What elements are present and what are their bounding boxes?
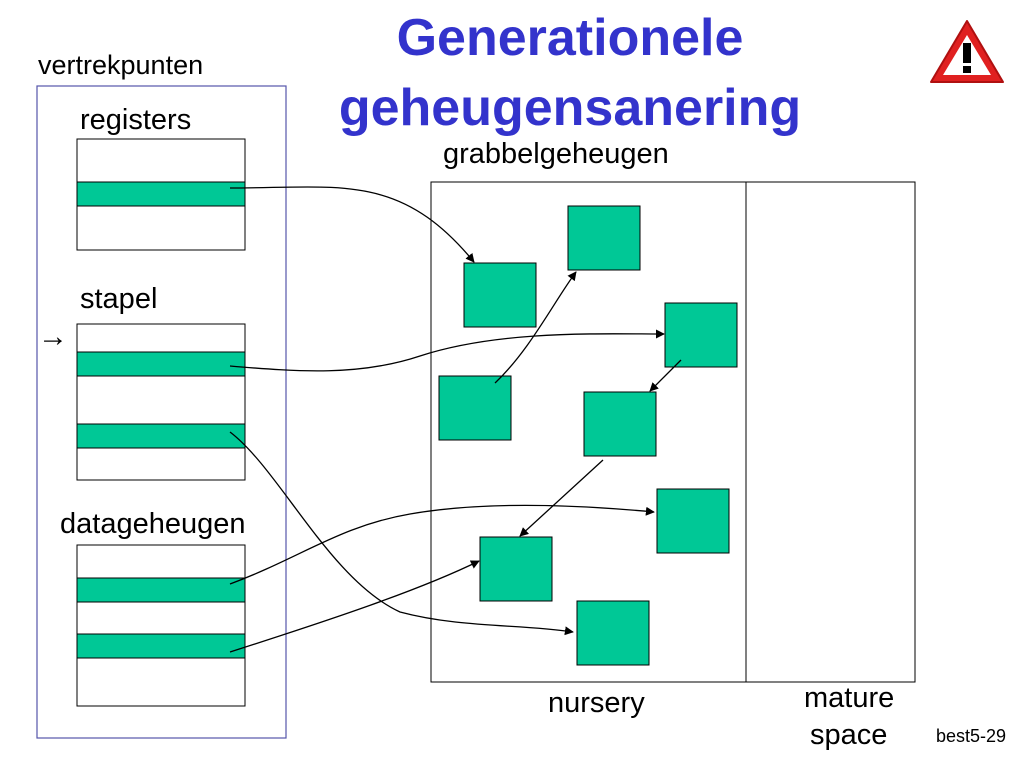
data-memory-slot-1 bbox=[76, 577, 246, 603]
stack-block bbox=[76, 323, 246, 481]
heap-object bbox=[567, 205, 641, 271]
mature-space-label-line-1: mature bbox=[804, 682, 895, 714]
heap-object bbox=[664, 302, 738, 368]
data-memory-block bbox=[76, 544, 246, 707]
slide-number: best5-29 bbox=[936, 726, 1007, 746]
stack-slot-1 bbox=[76, 351, 246, 377]
pointer-arrow bbox=[229, 186, 475, 263]
heap-label: grabbelgeheugen bbox=[443, 138, 669, 170]
pointer-arrow bbox=[229, 504, 655, 585]
heap-object bbox=[583, 391, 657, 457]
pointer-arrow bbox=[519, 459, 604, 537]
title-line-2: geheugensanering bbox=[338, 79, 802, 137]
heap-object bbox=[656, 488, 730, 554]
pointer-arrow bbox=[649, 359, 682, 392]
roots-label: vertrekpunten bbox=[38, 50, 204, 80]
warning-icon bbox=[930, 20, 1004, 83]
title-line-1: Generationele bbox=[396, 9, 744, 67]
nursery-label: nursery bbox=[548, 687, 645, 719]
heap-object bbox=[479, 536, 553, 602]
registers-label: registers bbox=[80, 104, 192, 136]
data-memory-label: datageheugen bbox=[60, 508, 246, 540]
roots-frame bbox=[36, 85, 287, 739]
pointer-arrow bbox=[229, 329, 665, 372]
data-memory-slot-2 bbox=[76, 633, 246, 659]
stack-pointer-arrow: → bbox=[38, 320, 68, 353]
pointer-arrow bbox=[229, 560, 480, 653]
heap-object bbox=[463, 262, 537, 328]
pointer-arrow bbox=[229, 431, 574, 636]
stack-label: stapel bbox=[80, 283, 158, 315]
heap-object bbox=[438, 375, 512, 441]
registers-slot bbox=[76, 181, 246, 207]
heap-object bbox=[576, 600, 650, 666]
pointer-arrow bbox=[494, 271, 577, 384]
stack-slot-2 bbox=[76, 423, 246, 449]
mature-space-label-line-2: space bbox=[810, 719, 888, 751]
